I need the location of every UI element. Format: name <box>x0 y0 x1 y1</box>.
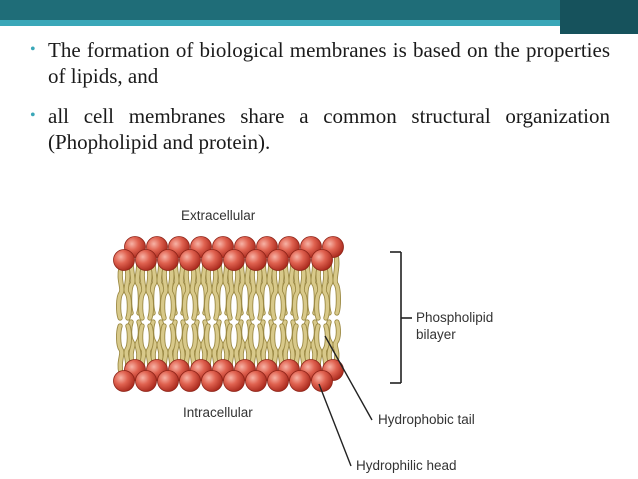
bilayer-bracket <box>390 251 412 384</box>
bullet-item: • all cell membranes share a common stru… <box>30 103 610 155</box>
lipid-tail <box>182 266 190 320</box>
lipid-head <box>113 370 135 392</box>
lipid-head <box>289 249 311 271</box>
lipid-tail <box>138 266 146 320</box>
lipid-tail <box>212 266 220 320</box>
lipid-tail <box>168 266 176 320</box>
lipid-head <box>135 370 157 392</box>
top-bar-corner-block <box>560 0 638 34</box>
tail-pointer-line <box>324 335 373 421</box>
label-hydrophobic-tail: Hydrophobic tail <box>378 412 475 427</box>
lipid-tail <box>300 266 308 320</box>
bullet-item: • The formation of biological membranes … <box>30 37 610 89</box>
bullet-text: The formation of biological membranes is… <box>48 38 610 88</box>
top-bar-light-band <box>0 20 560 26</box>
lipid-head <box>179 370 201 392</box>
lipid-tail <box>226 266 234 320</box>
lipid-head <box>311 370 333 392</box>
label-hydrophilic-head: Hydrophilic head <box>356 458 457 473</box>
bullet-list: • The formation of biological membranes … <box>30 37 610 169</box>
lipid-head <box>113 249 135 271</box>
lipid-head <box>223 249 245 271</box>
bullet-marker: • <box>30 41 36 58</box>
lipid-tail <box>234 266 242 320</box>
lipid-tail <box>190 266 198 320</box>
lipid-tail <box>270 266 278 320</box>
lipid-head <box>245 249 267 271</box>
lipid-head <box>179 249 201 271</box>
lipid-tail <box>248 266 256 320</box>
lipid-head <box>267 370 289 392</box>
lipid-head <box>157 370 179 392</box>
lipid-tail <box>256 266 264 320</box>
label-bilayer: bilayer <box>416 327 456 342</box>
lipid-tail <box>292 266 300 320</box>
lipid-head <box>267 249 289 271</box>
lipid-tail <box>146 266 154 320</box>
lipid-head <box>245 370 267 392</box>
lipid-tail <box>116 266 124 320</box>
label-intracellular: Intracellular <box>183 405 253 420</box>
head-pointer-line <box>318 383 352 467</box>
lipid-head <box>311 249 333 271</box>
lipid-tail <box>314 266 322 320</box>
lipid-tail <box>160 266 168 320</box>
lipid-tail <box>116 324 124 375</box>
lipid-tail <box>278 266 286 320</box>
lipid-head <box>157 249 179 271</box>
lipid-heads-group <box>113 236 344 392</box>
lipid-head <box>289 370 311 392</box>
lipid-tail <box>204 266 212 320</box>
lipid-head <box>201 249 223 271</box>
lipid-tail <box>322 266 330 320</box>
lipid-tail <box>333 320 341 364</box>
bullet-text: all cell membranes share a common struct… <box>48 104 610 154</box>
lipid-head <box>201 370 223 392</box>
lipid-head <box>135 249 157 271</box>
lipid-tail <box>333 253 341 315</box>
top-bar-dark-band <box>0 0 638 20</box>
lipid-head <box>223 370 245 392</box>
bullet-marker: • <box>30 107 36 124</box>
slide-top-bar <box>0 0 638 34</box>
lipid-tails-group <box>116 252 341 376</box>
lipid-tail <box>124 266 132 320</box>
label-phospholipid: Phospholipid <box>416 310 494 325</box>
label-extracellular: Extracellular <box>181 208 256 223</box>
